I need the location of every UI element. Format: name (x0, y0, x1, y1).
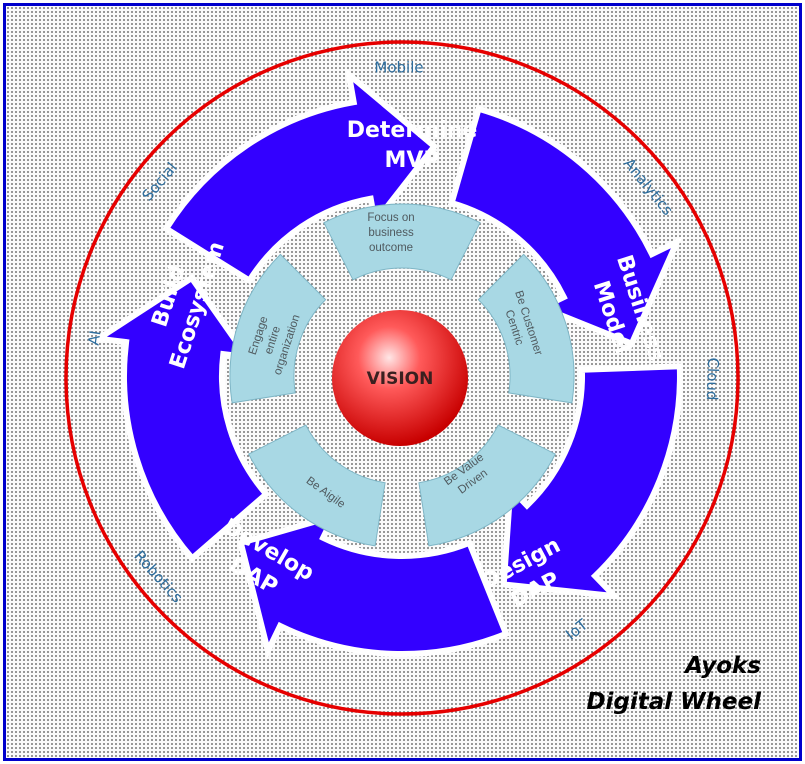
technology-label: Analytics (620, 155, 677, 219)
value-segment (418, 424, 556, 547)
technology-label: Social (138, 159, 180, 205)
value-segment (477, 253, 575, 404)
brand-line-2: Digital Wheel (586, 689, 761, 715)
stage-arrows (89, 67, 684, 660)
stage-arrow (237, 511, 511, 660)
technology-label: Cloud (703, 357, 722, 400)
technology-label: IoT (562, 615, 592, 644)
value-segment (323, 203, 481, 281)
value-segments (229, 203, 575, 547)
value-segment (248, 424, 386, 547)
stage-arrow (447, 105, 684, 348)
technology-label: Mobile (374, 59, 423, 77)
technology-label: AI (85, 329, 105, 346)
vision-circle (332, 310, 468, 446)
brand-line-1: Ayoks (685, 653, 761, 679)
vision-label: VISION (367, 369, 434, 389)
technology-label: Robotics (130, 547, 186, 607)
stage-arrow (89, 273, 271, 563)
outer-ring (64, 40, 740, 716)
value-segment (229, 253, 327, 404)
stage-arrow (162, 67, 439, 285)
stage-arrow (500, 363, 683, 600)
brand-title: Ayoks Digital Wheel (586, 648, 761, 720)
